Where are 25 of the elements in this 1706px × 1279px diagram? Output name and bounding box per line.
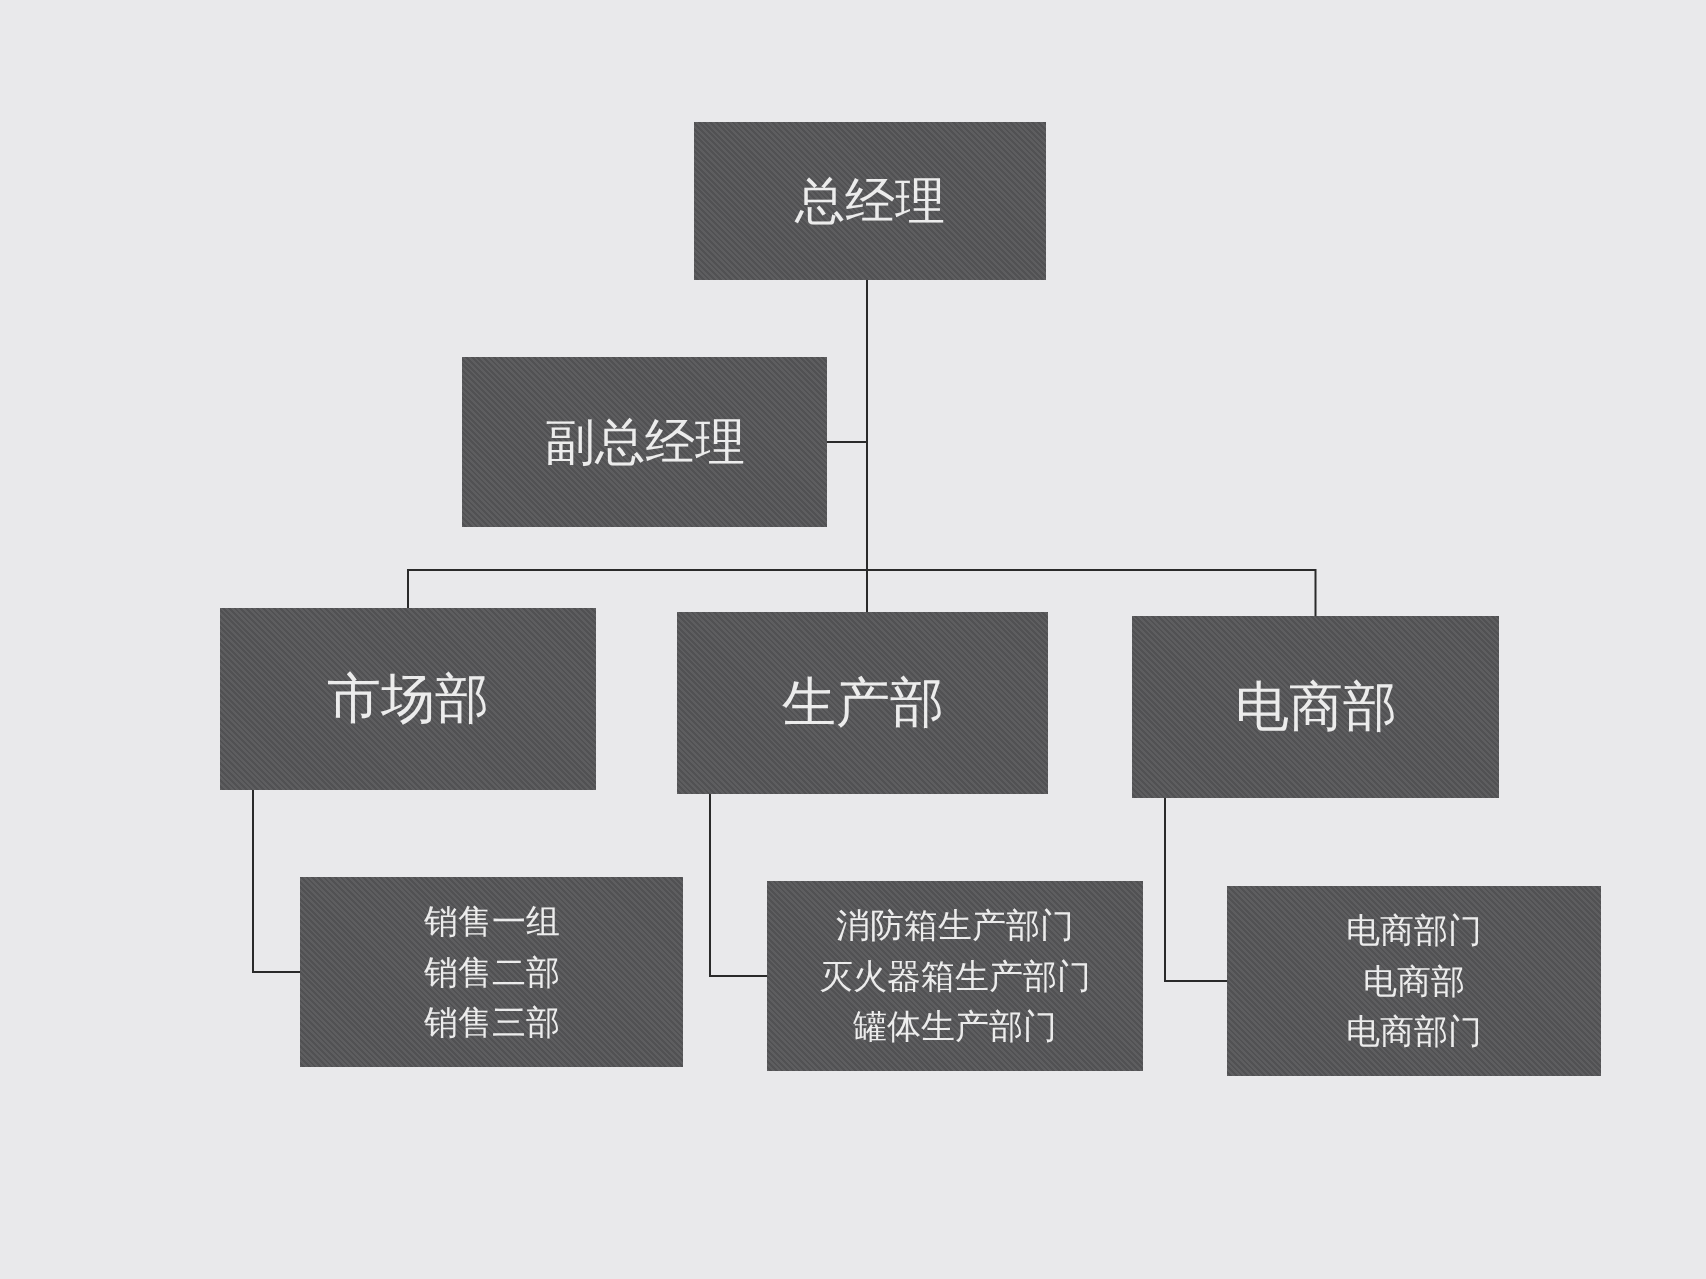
department-name: 电商部 <box>1234 674 1397 741</box>
org-chart-box <box>694 122 1046 280</box>
org-chart-box <box>462 357 827 527</box>
position-title: 总经理 <box>795 170 945 232</box>
connector-line <box>709 793 768 977</box>
department-name: 生产部 <box>781 670 944 737</box>
team-name: 销售三部 <box>423 1001 560 1044</box>
department-name: 市场部 <box>327 666 489 733</box>
org-chart-box <box>767 881 1143 1071</box>
team-name: 销售二部 <box>423 950 560 994</box>
team-name: 电商部门 <box>1346 1010 1482 1053</box>
org-chart-box <box>220 608 596 790</box>
position-title: 副总经理 <box>544 411 745 473</box>
org-chart-box <box>1132 616 1499 798</box>
org-chart-box <box>300 877 683 1067</box>
connector-line <box>252 789 301 973</box>
team-name: 销售一组 <box>423 900 560 943</box>
team-name: 罐体生产部门 <box>853 1005 1057 1048</box>
org-chart-box <box>1227 886 1601 1076</box>
team-name: 灭火器箱生产部门 <box>819 954 1091 998</box>
team-name: 电商部门 <box>1346 909 1482 952</box>
connector-line <box>1164 797 1228 982</box>
org-chart-box <box>677 612 1048 794</box>
team-name: 消防箱生产部门 <box>836 904 1074 947</box>
team-name: 电商部 <box>1363 959 1465 1003</box>
